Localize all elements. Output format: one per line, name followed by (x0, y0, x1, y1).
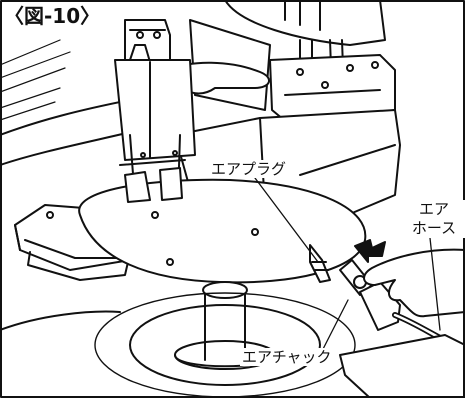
air-hose-label-line2: ホース (411, 219, 457, 237)
air-plug (309, 244, 331, 283)
air-chuck-label: エアチャック (240, 348, 334, 366)
upper-hand (169, 61, 270, 95)
leader-lines (254, 177, 441, 356)
air-hose-label-line1: エア (418, 200, 449, 218)
air-plug-label: エアプラグ (209, 160, 289, 178)
right-hand (363, 248, 465, 318)
base-plate (78, 178, 367, 284)
background-hatching (0, 39, 71, 121)
bottom-right-plate (339, 334, 465, 399)
top-guard (224, 0, 386, 46)
direction-arrow (354, 239, 386, 263)
pedestal (94, 281, 356, 398)
air-hose-label: エア ホース (403, 200, 465, 238)
punch-head (114, 19, 196, 203)
figure-label: 〈図-10〉 (4, 4, 101, 28)
